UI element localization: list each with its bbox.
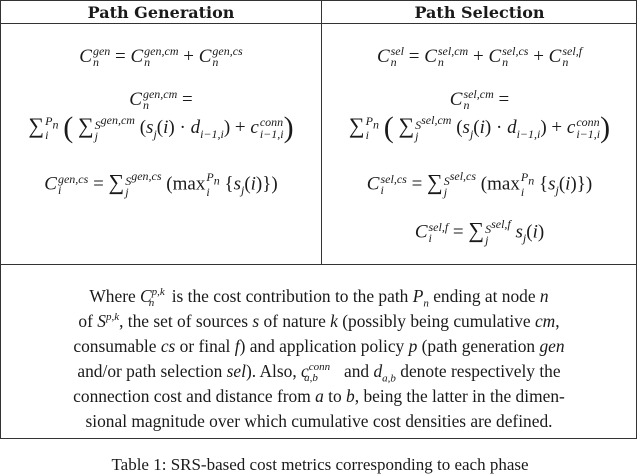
header-path-selection: Path Selection: [414, 3, 545, 22]
note-divider: [1, 264, 636, 265]
table-caption: Table 1: SRS-based cost metrics correspo…: [111, 455, 529, 474]
header-divider: [1, 23, 636, 24]
column-divider: [321, 1, 322, 265]
header-path-generation: Path Generation: [87, 3, 235, 22]
table-note: Where Cp,kn is the cost contribution to …: [73, 286, 565, 431]
